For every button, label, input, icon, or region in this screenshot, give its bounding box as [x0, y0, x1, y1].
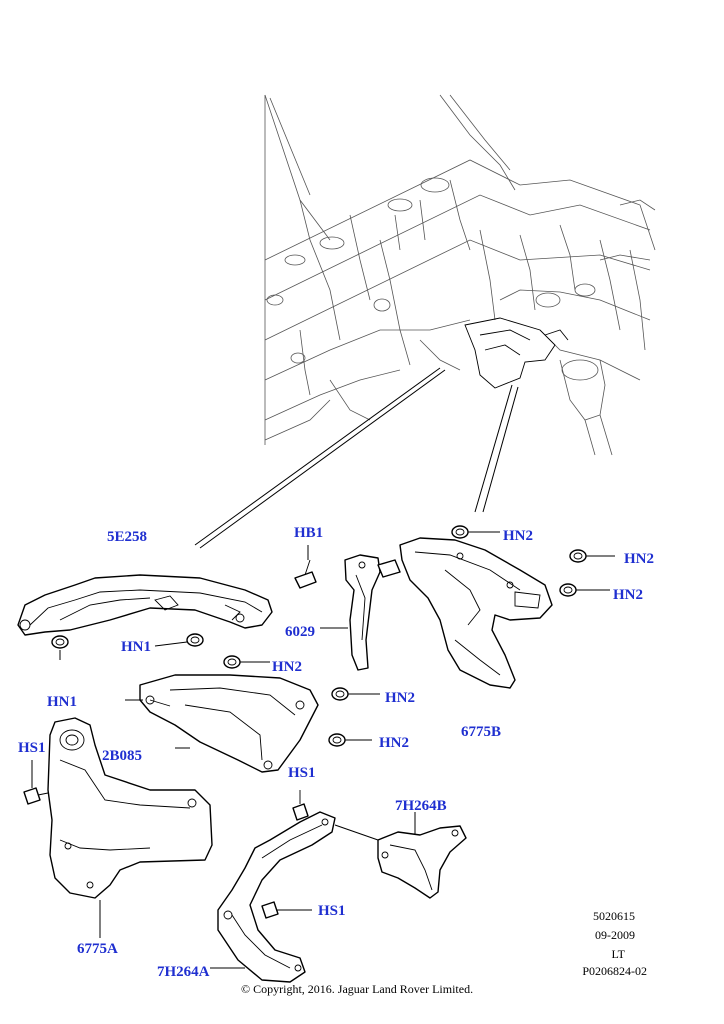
callout-hn1-a: HN1 [47, 694, 77, 710]
callout-hs1-a: HS1 [18, 740, 46, 756]
callout-6029: 6029 [285, 624, 315, 640]
callout-5e258: 5E258 [107, 529, 147, 545]
callout-7h264b: 7H264B [395, 798, 447, 814]
nut-hn2-d [223, 655, 270, 669]
callout-hn2-f: HN2 [379, 735, 409, 751]
callouts: 5E258 HB1 HN2 HN2 HN2 6029 HN1 HN2 HN2 H… [18, 525, 654, 980]
callout-hb1: HB1 [294, 525, 323, 541]
callout-hs1-b: HS1 [288, 765, 316, 781]
stud-hs1-left [23, 760, 49, 805]
stud-hs1-middle [292, 790, 309, 821]
copyright-text: © Copyright, 2016. Jaguar Land Rover Lim… [241, 982, 473, 996]
nut-hn2-f [328, 733, 372, 747]
nut-hn1-left [51, 635, 69, 660]
reference-date: 09-2009 [595, 928, 635, 942]
overview-highlight-bracket [464, 317, 569, 389]
callout-6775a: 6775A [77, 941, 118, 957]
nut-hn2-e [331, 687, 380, 701]
bolt-6029 [377, 559, 401, 578]
callout-hn2-a: HN2 [503, 528, 533, 544]
nut-hn2-c [559, 583, 610, 597]
bolt-hb1 [294, 545, 317, 589]
nut-hn1-right [154, 633, 204, 647]
reference-image-id: P0206824-02 [582, 964, 647, 978]
part-6029-bracket [320, 554, 381, 671]
part-6775b-heat-shield [399, 537, 553, 689]
callout-hn2-c: HN2 [613, 587, 643, 603]
nut-hn2-b [569, 549, 615, 563]
reference-side: LT [611, 947, 625, 961]
part-6775a-heat-shield [47, 717, 213, 938]
callout-hs1-c: HS1 [318, 903, 346, 919]
callout-hn2-b: HN2 [624, 551, 654, 567]
callout-6775b: 6775B [461, 724, 501, 740]
callout-2b085: 2B085 [102, 748, 142, 764]
reference-block: 5020615 09-2009 LT P0206824-02 [582, 909, 647, 978]
callout-hn1-b: HN1 [121, 639, 151, 655]
overview-pointer-lines [194, 367, 519, 549]
stud-hs1-lower [261, 901, 312, 919]
part-2b085-heat-shield [125, 674, 319, 773]
vehicle-overview [264, 94, 656, 456]
part-7h264b-bracket [334, 812, 467, 899]
part-5e258-heat-shield [17, 574, 273, 636]
part-7h264a-bracket [210, 811, 336, 983]
callout-hn2-d: HN2 [272, 659, 302, 675]
callout-7h264a: 7H264A [157, 964, 210, 980]
nut-hn2-a [451, 525, 500, 539]
callout-hn2-e: HN2 [385, 690, 415, 706]
reference-code: 5020615 [593, 909, 635, 923]
